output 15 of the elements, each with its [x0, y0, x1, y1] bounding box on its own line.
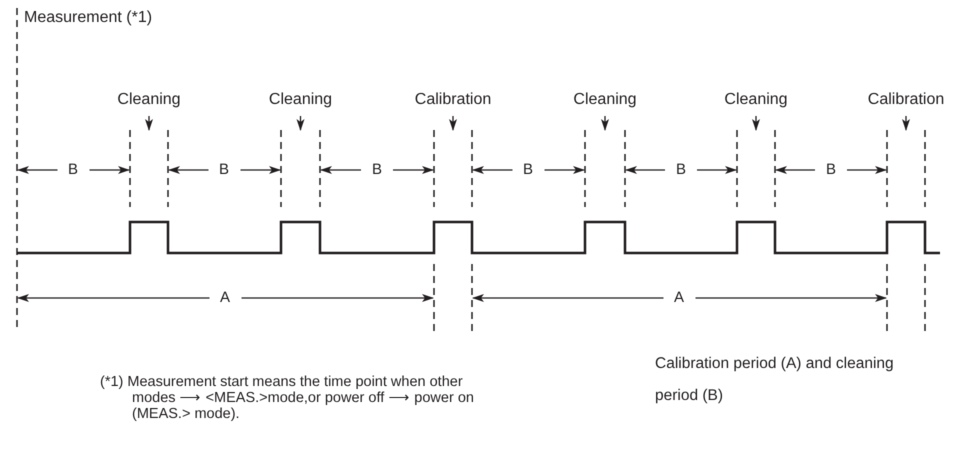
arrow: [145, 116, 153, 131]
event-label: Cleaning: [117, 91, 181, 109]
arrow: [752, 116, 760, 131]
event-label: Calibration: [414, 91, 492, 109]
caption: Calibration period (A) and cleaning period (B): [655, 354, 895, 406]
footnote: (*1) Measurement start means the time point when other modes ⟶ <MEAS.>mode,or power off ⟶ power on (MEAS.> mode).: [100, 374, 475, 422]
event-label: Cleaning: [268, 91, 332, 109]
start-label: Measurement (*1): [24, 9, 152, 27]
arrow: [601, 116, 609, 131]
event-label: Cleaning: [573, 91, 637, 109]
event-label: Calibration: [868, 91, 944, 109]
arrow: [296, 116, 304, 131]
arrow: [902, 116, 910, 131]
event-label: Cleaning: [724, 91, 788, 109]
arrow: [449, 116, 457, 131]
